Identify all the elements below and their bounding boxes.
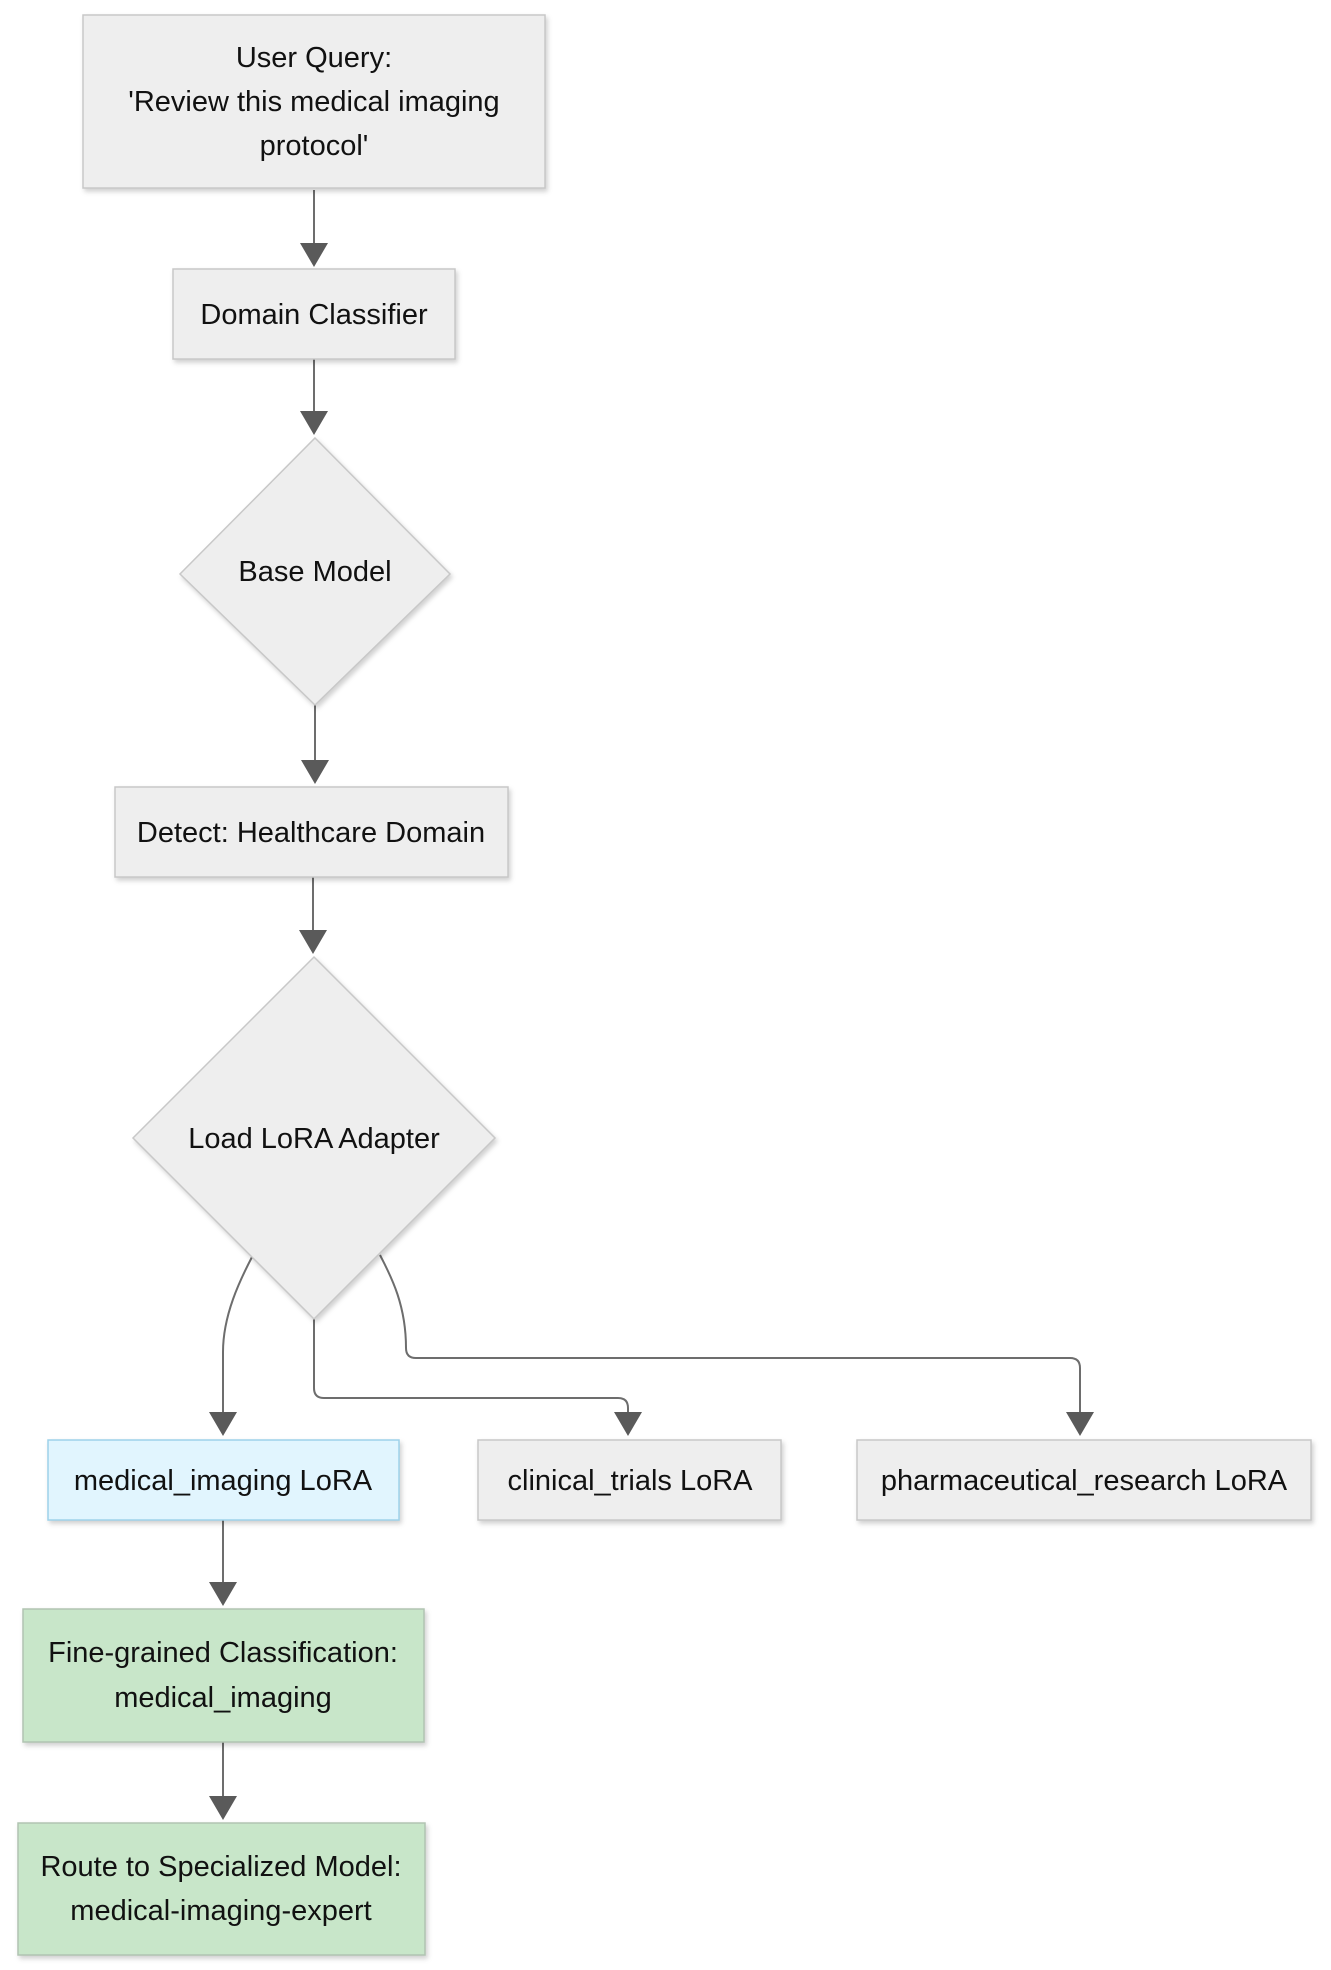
- node-user-query-shape: [82, 14, 546, 189]
- node-user-query: User Query: 'Review this medical imaging…: [82, 14, 546, 189]
- edge-fine-grained-classification-to-route-to-specialized-model: [209, 1742, 237, 1820]
- node-load-lora-adapter: Load LoRA Adapter: [131, 955, 497, 1321]
- node-pharmaceutical-research-lora: pharmaceutical_research LoRA: [856, 1439, 1312, 1521]
- node-user-query-label-line-2: 'Review this medical imaging: [128, 86, 499, 118]
- arrowhead-icon: [299, 930, 327, 954]
- node-detect-domain-shape: [114, 786, 509, 878]
- node-domain-classifier-shape: [172, 268, 456, 360]
- edge-detect-domain-to-load-lora-adapter: [299, 877, 327, 954]
- node-domain-classifier-label: Domain Classifier: [200, 299, 428, 331]
- node-detect-domain-label: Detect: Healthcare Domain: [137, 817, 485, 849]
- edge-medical-imaging-lora-to-fine-grained-classification: [209, 1520, 237, 1606]
- edge-user-query-to-domain-classifier: [300, 190, 328, 267]
- arrowhead-icon: [614, 1412, 642, 1436]
- arrowhead-icon: [300, 243, 328, 267]
- node-fine-grained-classification-label-line-1: Fine-grained Classification:: [48, 1637, 398, 1669]
- node-route-to-specialized-model-label-line-2: medical-imaging-expert: [70, 1895, 371, 1927]
- node-domain-classifier: Domain Classifier: [172, 268, 456, 360]
- node-clinical-trials-lora-shape: [477, 1439, 782, 1521]
- node-user-query-label-line-3: protocol': [260, 130, 369, 162]
- edge-line: [379, 1254, 1081, 1412]
- node-fine-grained-classification-label-line-2: medical_imaging: [114, 1682, 332, 1714]
- node-medical-imaging-lora-shape: [47, 1439, 400, 1521]
- node-route-to-specialized-model-label-line-1: Route to Specialized Model:: [40, 1851, 401, 1883]
- arrowhead-icon: [209, 1412, 237, 1436]
- edge-domain-classifier-to-base-model: [300, 359, 328, 435]
- node-pharmaceutical-research-lora-label: pharmaceutical_research LoRA: [881, 1465, 1288, 1497]
- node-clinical-trials-lora-label: clinical_trials LoRA: [508, 1465, 754, 1497]
- node-load-lora-adapter-shape: [131, 955, 497, 1321]
- node-medical-imaging-lora-label: medical_imaging LoRA: [74, 1465, 373, 1497]
- node-fine-grained-classification-shape: [22, 1608, 425, 1743]
- node-base-model-label: Base Model: [238, 556, 391, 588]
- node-medical-imaging-lora: medical_imaging LoRA: [47, 1439, 400, 1521]
- node-route-to-specialized-model-shape: [17, 1822, 426, 1956]
- arrowhead-icon: [1066, 1412, 1094, 1436]
- edge-load-lora-adapter-to-pharmaceutical-research-lora: [379, 1254, 1094, 1436]
- arrowhead-icon: [209, 1582, 237, 1606]
- node-fine-grained-classification: Fine-grained Classification: medical_ima…: [22, 1608, 425, 1743]
- edge-base-model-to-detect-domain: [301, 705, 329, 784]
- node-base-model-shape: [178, 436, 452, 707]
- arrowhead-icon: [301, 760, 329, 784]
- node-detect-domain: Detect: Healthcare Domain: [114, 786, 509, 878]
- edge-load-lora-adapter-to-medical-imaging-lora: [209, 1256, 253, 1436]
- node-user-query-label-line-1: User Query:: [236, 42, 392, 74]
- edge-load-lora-adapter-to-clinical-trials-lora: [313, 1319, 642, 1436]
- edge-line: [313, 1319, 629, 1412]
- node-base-model: Base Model: [178, 436, 452, 707]
- node-clinical-trials-lora: clinical_trials LoRA: [477, 1439, 782, 1521]
- edge-line: [222, 1256, 253, 1412]
- arrowhead-icon: [209, 1796, 237, 1820]
- arrowhead-icon: [300, 411, 328, 435]
- node-load-lora-adapter-label: Load LoRA Adapter: [188, 1123, 440, 1155]
- node-pharmaceutical-research-lora-shape: [856, 1439, 1312, 1521]
- node-route-to-specialized-model: Route to Specialized Model: medical-imag…: [17, 1822, 426, 1956]
